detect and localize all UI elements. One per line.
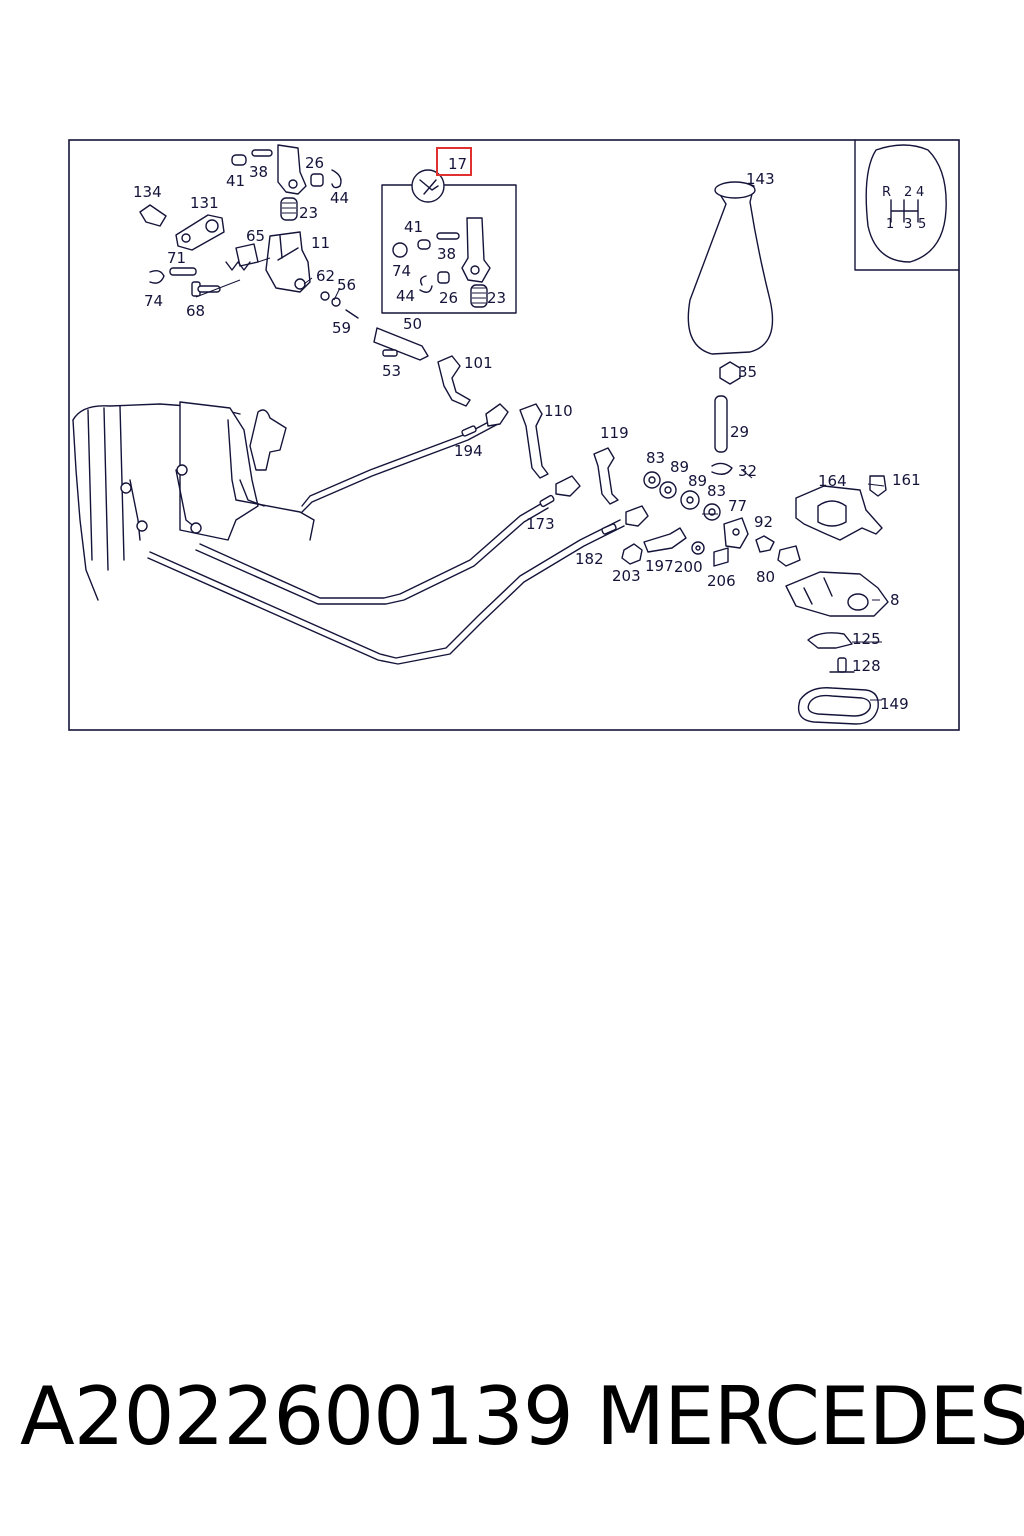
callout-131: 131 xyxy=(190,194,219,212)
part-number: A2022600139 xyxy=(20,1370,574,1463)
callout-23: 23 xyxy=(299,204,318,222)
callout-74-inset: 74 xyxy=(392,262,411,280)
callout-83: 83 xyxy=(646,449,665,467)
callout-149: 149 xyxy=(880,695,909,713)
callout-41: 41 xyxy=(226,172,245,190)
transmission-housing xyxy=(72,401,315,601)
callout-labels: 134 131 41 38 26 44 23 65 11 71 74 68 62… xyxy=(133,154,921,713)
callout-194: 194 xyxy=(454,442,483,460)
callout-56: 56 xyxy=(337,276,356,294)
callout-161: 161 xyxy=(892,471,921,489)
upper-left-parts xyxy=(139,144,429,361)
callout-101: 101 xyxy=(464,354,493,372)
shift-pattern-top-r: R xyxy=(882,185,891,200)
gear-knob-assembly xyxy=(621,181,801,567)
callout-35: 35 xyxy=(738,363,757,381)
caption: A2022600139 MERCEDES xyxy=(0,1370,1024,1470)
callout-164: 164 xyxy=(818,472,847,490)
callout-110: 110 xyxy=(544,402,573,420)
shift-pattern-bottom-5: 5 xyxy=(918,217,926,232)
callout-29: 29 xyxy=(730,423,749,441)
callout-92: 92 xyxy=(754,513,773,531)
shift-pattern-bottom-3: 3 xyxy=(904,217,912,232)
callout-143: 143 xyxy=(746,170,775,188)
callout-62: 62 xyxy=(316,267,335,285)
shift-pattern-top-2: 2 xyxy=(904,185,912,200)
shift-levers xyxy=(437,355,619,505)
detail-inset xyxy=(381,169,517,314)
highlighted-callout-17[interactable]: 17 xyxy=(436,147,472,176)
callout-50: 50 xyxy=(403,315,422,333)
shift-pattern-inset: R 2 4 1 3 5 xyxy=(854,139,960,271)
callout-80: 80 xyxy=(756,568,775,586)
callout-44: 44 xyxy=(330,189,349,207)
shift-pattern-bottom-1: 1 xyxy=(886,217,894,232)
callout-44-inset: 44 xyxy=(396,287,415,305)
callout-128: 128 xyxy=(852,657,881,675)
callout-173: 173 xyxy=(526,515,555,533)
callout-38: 38 xyxy=(249,163,268,181)
callout-89-second: 89 xyxy=(688,472,707,490)
parts-diagram: R 2 4 1 3 5 17 xyxy=(68,139,960,731)
callout-71: 71 xyxy=(167,249,186,267)
callout-38-inset: 38 xyxy=(437,245,456,263)
callout-68: 68 xyxy=(186,302,205,320)
callout-65: 65 xyxy=(246,227,265,245)
shift-rods xyxy=(147,403,649,665)
callout-32: 32 xyxy=(738,462,757,480)
callout-26-inset: 26 xyxy=(439,289,458,307)
shift-pattern-top-4: 4 xyxy=(916,185,924,200)
callout-23-inset: 23 xyxy=(487,289,506,307)
callout-125: 125 xyxy=(852,630,881,648)
callout-119: 119 xyxy=(600,424,629,442)
callout-83-second: 83 xyxy=(707,482,726,500)
callout-41-inset: 41 xyxy=(404,218,423,236)
callout-label-17: 17 xyxy=(448,155,467,173)
callout-89: 89 xyxy=(670,458,689,476)
callout-53: 53 xyxy=(382,362,401,380)
brand-name: MERCEDES xyxy=(596,1370,1024,1463)
callout-74: 74 xyxy=(144,292,163,310)
callout-8: 8 xyxy=(890,591,900,609)
callout-77: 77 xyxy=(728,497,747,515)
shift-mount xyxy=(785,475,889,725)
callout-11: 11 xyxy=(311,234,330,252)
callout-134: 134 xyxy=(133,183,162,201)
leader-lines xyxy=(195,257,885,701)
callout-206: 206 xyxy=(707,572,736,590)
callout-200: 200 xyxy=(674,558,703,576)
callout-203: 203 xyxy=(612,567,641,585)
callout-182: 182 xyxy=(575,550,604,568)
callout-26: 26 xyxy=(305,154,324,172)
callout-59: 59 xyxy=(332,319,351,337)
callout-197: 197 xyxy=(645,557,674,575)
